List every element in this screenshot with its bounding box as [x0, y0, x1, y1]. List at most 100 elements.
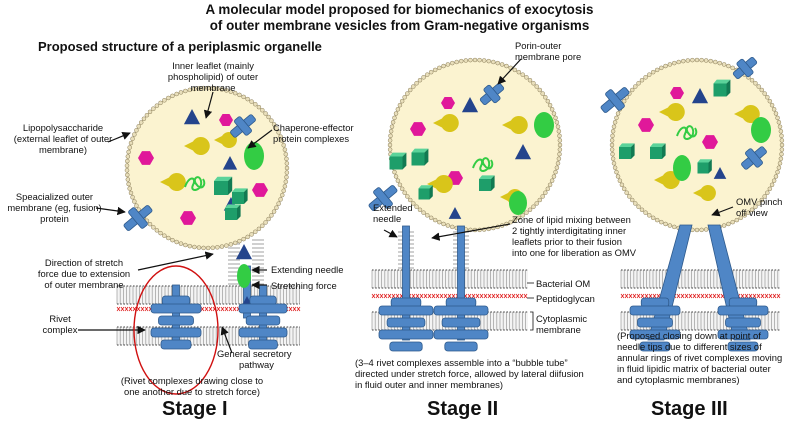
cube-side [429, 185, 433, 200]
peptidoglycan-link [652, 293, 657, 299]
peptidoglycan-link [752, 293, 757, 299]
lipid-bead [636, 81, 641, 86]
lipid-bead [759, 87, 765, 93]
stage3-fusion-protein [600, 87, 630, 113]
lipid-bead [136, 124, 141, 129]
lipid-bead [266, 114, 271, 120]
lipid-bead [721, 62, 727, 67]
peptidoglycan-link [451, 293, 456, 299]
lipid-bead [659, 65, 664, 71]
lipid-bead [610, 151, 615, 157]
lipid-bead [178, 90, 184, 95]
peptidoglycan-link [624, 293, 629, 299]
lipid-bead [397, 102, 403, 108]
lipid-bead [762, 194, 767, 199]
lipid-bead [776, 120, 782, 125]
lipid-bead [553, 169, 558, 175]
lipid-bead [756, 201, 761, 206]
cube-face [697, 162, 709, 174]
lipid-bead [609, 147, 615, 152]
lipid-bead [274, 205, 279, 210]
lipid-bead [269, 213, 274, 218]
lipid-bead [779, 138, 785, 143]
rivet-ring [629, 329, 681, 340]
hexagon-cargo [138, 151, 154, 165]
lipid-bead [284, 174, 289, 180]
peptidoglycan-link [483, 293, 488, 299]
peptidoglycan-link [632, 293, 637, 299]
lipid-bead [765, 95, 770, 100]
lipid-bead [703, 58, 709, 63]
peptidoglycan-link [228, 306, 233, 312]
lipid-bead [491, 59, 496, 65]
lipid-bead [775, 115, 780, 121]
rivet-ring [727, 341, 759, 352]
lipid-bead [609, 138, 615, 143]
lipid-bead [266, 216, 271, 222]
lipid-bead [134, 203, 139, 208]
lipid-bead [392, 169, 397, 175]
cube-side [424, 148, 429, 166]
lipid-bead [699, 57, 704, 63]
lipid-bead [643, 210, 648, 215]
lipid-bead [249, 232, 254, 237]
peptidoglycan-link [120, 306, 125, 312]
peptidoglycan-link [684, 293, 689, 299]
lipid-bead [703, 227, 709, 232]
lipid-bead [779, 151, 784, 157]
lipid-bead [125, 158, 130, 164]
rivet-ring [444, 341, 478, 352]
lipid-bead [769, 182, 775, 188]
lipid-bead [555, 124, 561, 129]
rivet-ring [245, 315, 281, 326]
lipid-bead [547, 102, 553, 108]
lipid-bead [654, 217, 660, 223]
lipid-bead [280, 192, 285, 198]
lipid-bead [749, 207, 755, 213]
lipid-bead [414, 204, 419, 209]
lipid-bead [463, 58, 469, 63]
lipid-bead [215, 245, 220, 250]
lipid-bead [134, 128, 139, 133]
label-lps: Lipopolysaccharide(external leaflet of o… [13, 122, 113, 155]
peptidoglycan-link [760, 293, 765, 299]
peptidoglycan-link [499, 293, 504, 299]
protein-bar [745, 148, 763, 168]
label-stretching-force: Stretching force [271, 280, 337, 291]
cube-face [214, 181, 228, 195]
cube-top [619, 143, 635, 147]
lipid-bead [454, 59, 459, 65]
stage3-left-rivet [629, 297, 681, 352]
rivet-ring [150, 303, 202, 314]
rivet-ring [717, 305, 769, 316]
lipid-bead [170, 237, 175, 243]
subtitle: Proposed structure of a periplasmic orga… [38, 39, 322, 54]
peptidoglycan-link [491, 293, 496, 299]
peptidoglycan-link [495, 293, 500, 299]
pacman-cargo [427, 175, 453, 193]
lipid-bead [232, 240, 238, 246]
lipid-bead [178, 241, 184, 246]
lipid-bead [411, 201, 416, 206]
lipid-bead [551, 174, 557, 179]
peptidoglycan-link [395, 293, 400, 299]
lipid-bead [388, 133, 393, 139]
lipid-bead [730, 219, 735, 225]
rivet-ring [158, 315, 194, 326]
lipid-bead [232, 90, 238, 96]
hexagon-cargo [180, 211, 196, 225]
lipid-bead [557, 133, 562, 139]
stalk-triangle [235, 244, 253, 260]
lipid-bead [779, 147, 785, 152]
ellipse-cargo [673, 155, 691, 181]
lipid-bead [402, 95, 407, 100]
lipid-bead [512, 67, 518, 73]
hexagon-cargo [219, 113, 233, 127]
stage2-fusion-protein [368, 185, 398, 211]
lipid-bead [708, 58, 714, 64]
lipid-bead [450, 60, 455, 66]
bracket-cm [530, 311, 534, 331]
lipid-bead [554, 120, 560, 125]
